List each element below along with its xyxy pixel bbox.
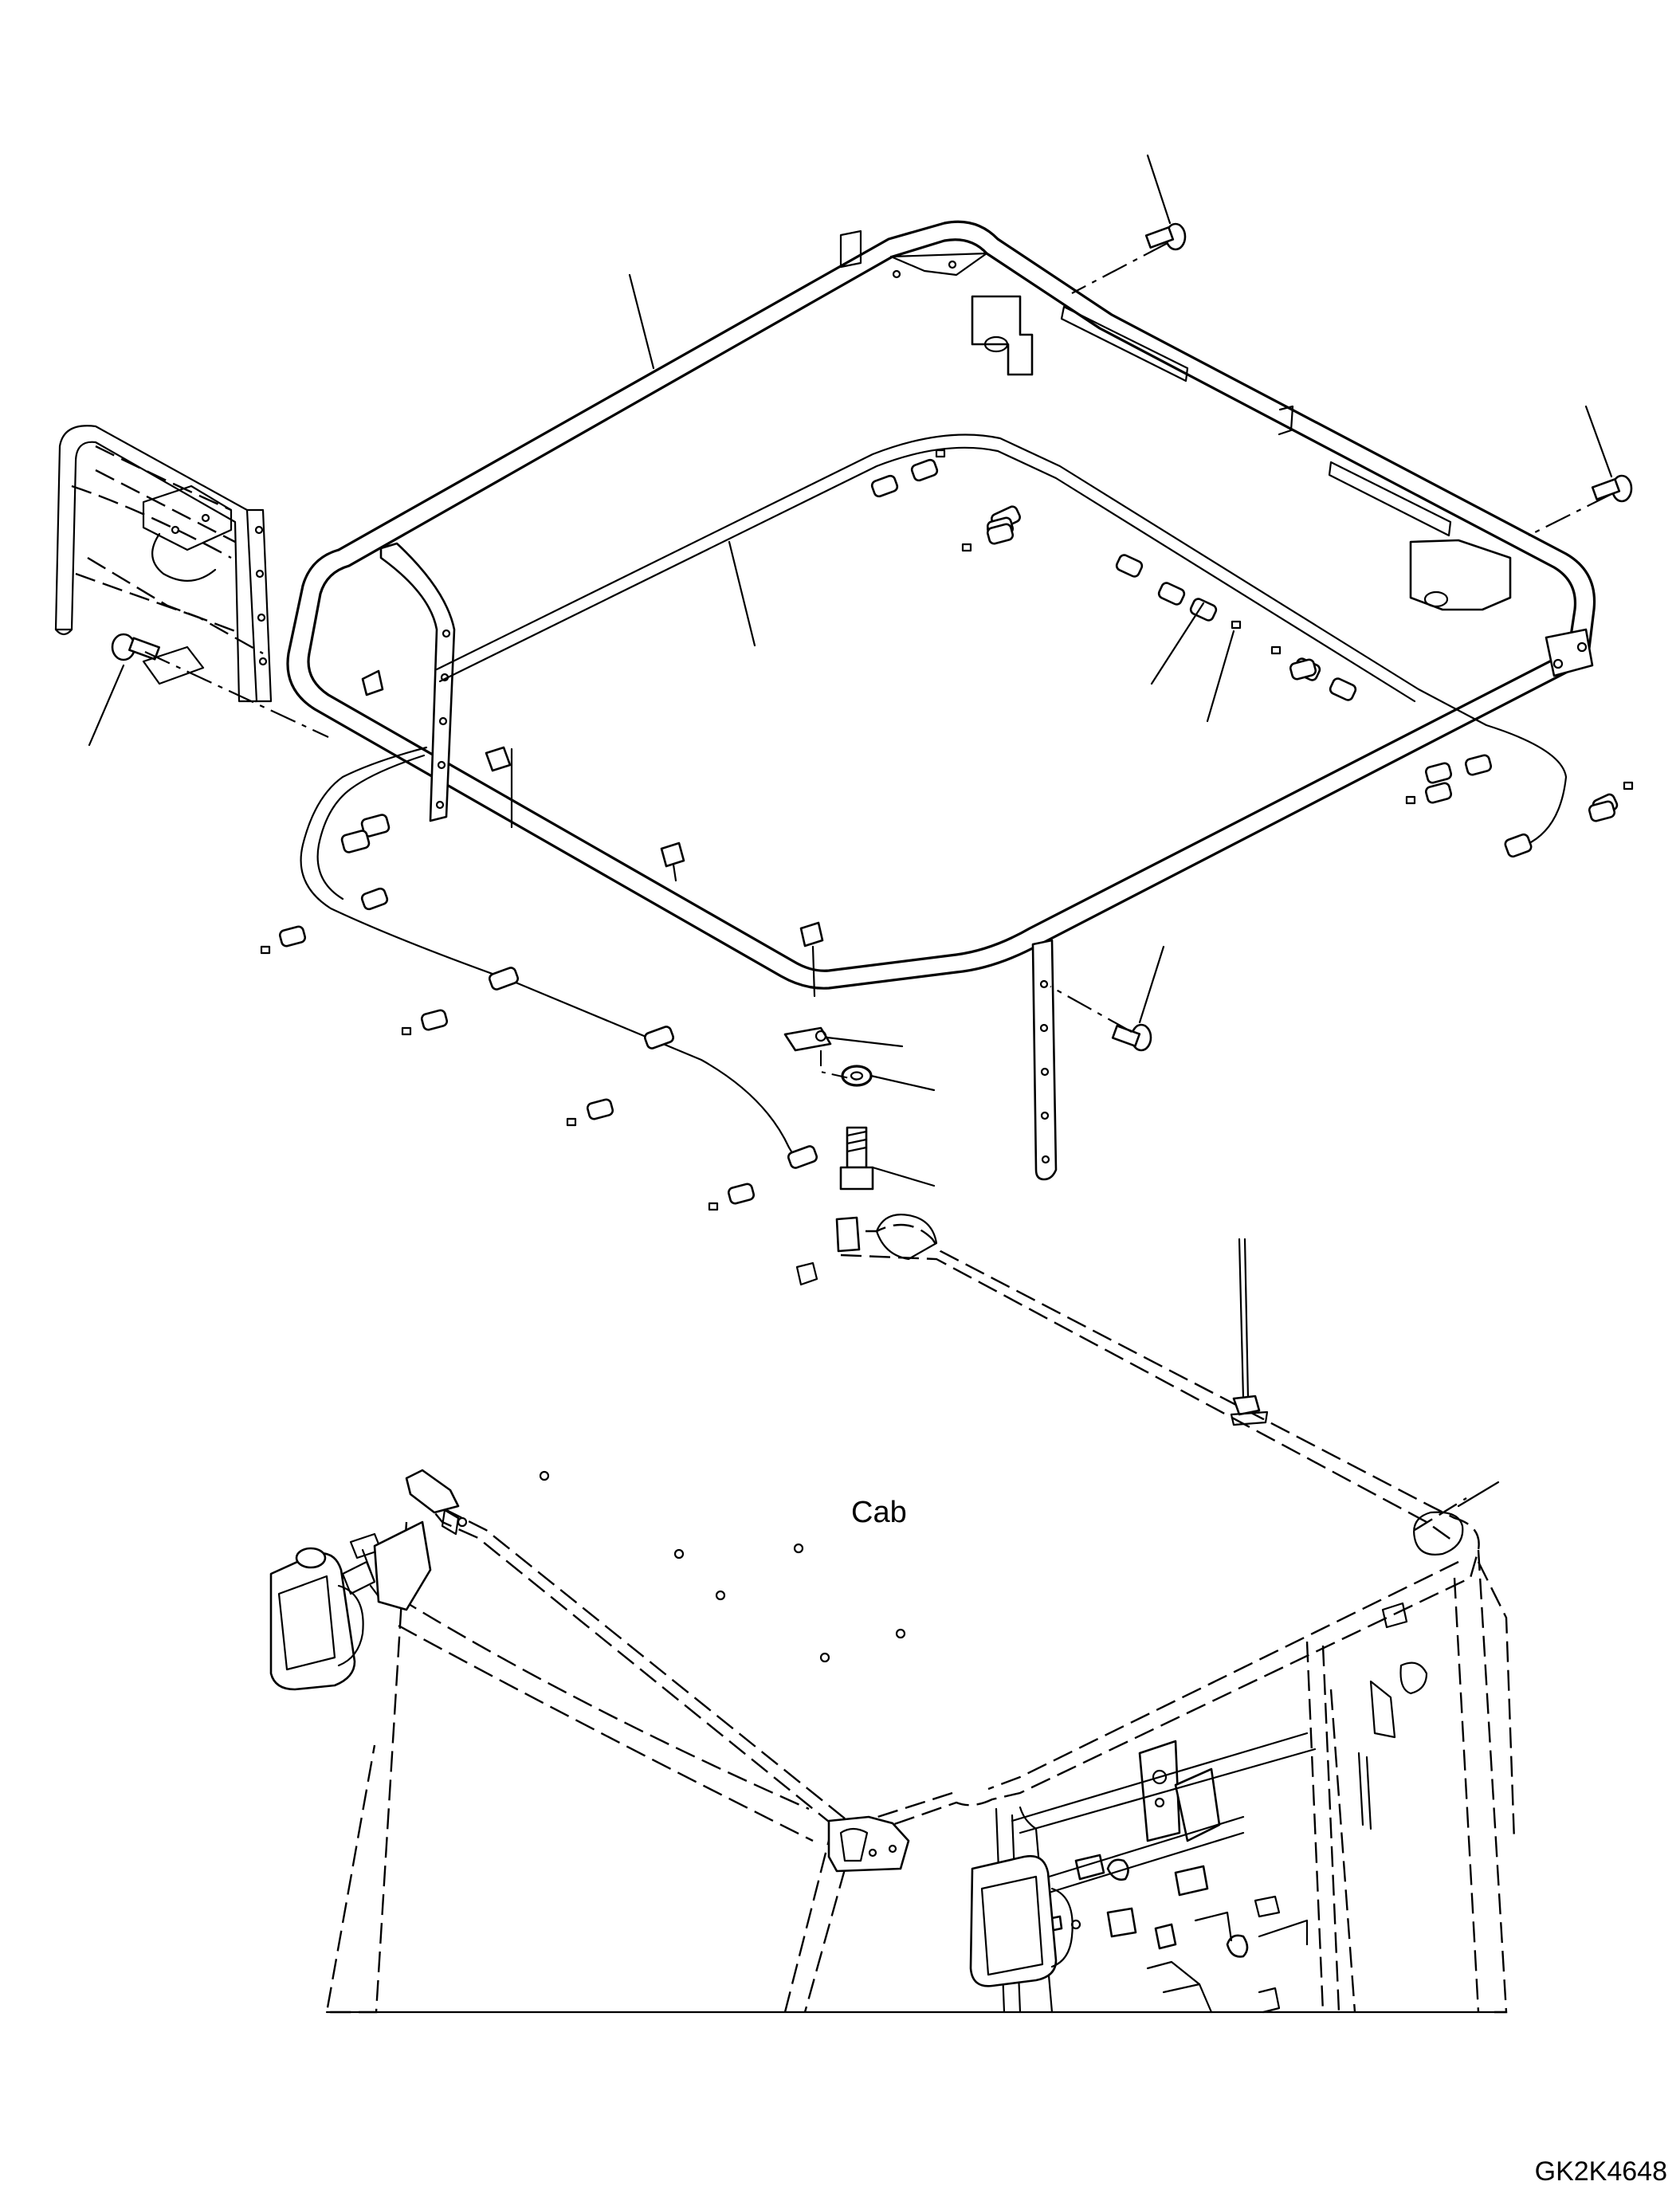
rear-panel-components bbox=[995, 1732, 1317, 2014]
bolt-icon bbox=[1591, 474, 1633, 503]
cab-label: Cab bbox=[851, 1496, 907, 1529]
hardware bbox=[111, 222, 1633, 1191]
loose-connectors bbox=[278, 516, 1616, 1205]
leader-lines bbox=[88, 154, 1613, 1187]
rear-bracket-phantom bbox=[54, 425, 273, 703]
small-clips bbox=[260, 449, 1634, 1211]
bolt-icon bbox=[1144, 222, 1187, 251]
antenna-icon bbox=[1230, 1238, 1269, 1426]
cab-phantom bbox=[269, 1214, 1516, 2014]
bolt-icon bbox=[839, 1126, 874, 1191]
washer-icon bbox=[841, 1065, 873, 1087]
wiring-harness bbox=[260, 434, 1634, 1211]
guard-frame bbox=[286, 220, 1596, 1181]
roof-bolt-dots bbox=[457, 1470, 906, 1663]
ground-terminal bbox=[783, 1026, 832, 1052]
work-lamp-icon bbox=[969, 1854, 1074, 1987]
drawing-code: GK2K4648 bbox=[1535, 2156, 1667, 2187]
bolt-icon bbox=[111, 633, 161, 661]
bolt-icon bbox=[1111, 1023, 1152, 1052]
work-lamp-icon bbox=[269, 1547, 364, 1691]
